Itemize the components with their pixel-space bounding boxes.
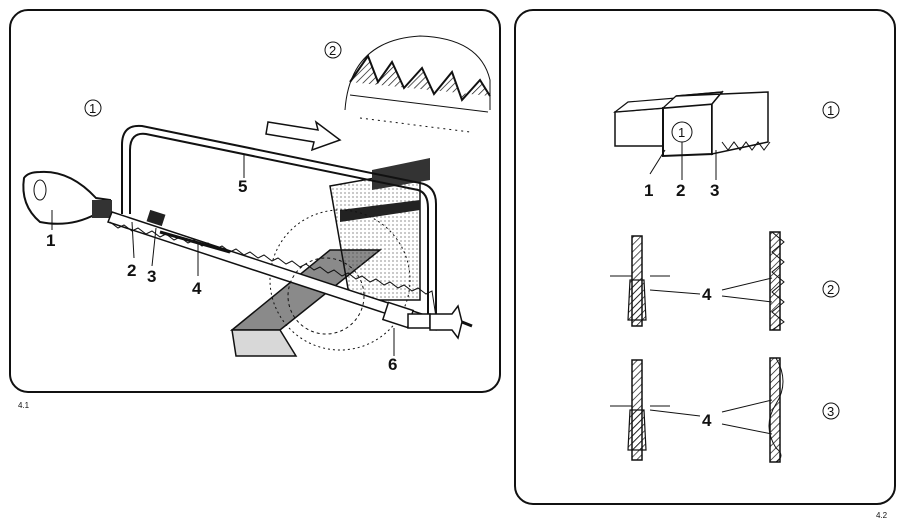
fig41-caption: 4.1 — [18, 401, 30, 410]
fig41-label-5: 5 — [238, 177, 247, 196]
fig42-label-2: 2 — [676, 181, 685, 200]
fig41-label-1: 1 — [46, 231, 55, 250]
svg-text:1: 1 — [89, 101, 96, 116]
saw-handle — [22, 170, 112, 225]
fig42-view3-label-4: 4 — [702, 411, 712, 430]
svg-text:3: 3 — [827, 404, 834, 419]
svg-text:2: 2 — [329, 43, 336, 58]
fig42-caption: 4.2 — [876, 511, 888, 520]
fig41-label-4: 4 — [192, 279, 202, 298]
direction-arrow — [265, 120, 342, 152]
blade-set-view-1 — [613, 90, 771, 180]
teeth-detail-inset — [344, 35, 491, 133]
detail-circle — [287, 257, 365, 335]
fig42-label-3: 3 — [710, 181, 719, 200]
panel-right-frame — [514, 9, 896, 505]
fig41-label-6: 6 — [388, 355, 397, 374]
svg-text:1: 1 — [827, 103, 834, 118]
tension-nut — [381, 301, 473, 340]
leader-lines — [51, 155, 395, 356]
blade-set-view-2 — [610, 231, 785, 331]
workpiece — [229, 158, 430, 357]
fig42-view-marker-2: 2 — [822, 280, 840, 298]
figure-4-2: 1 2 3 1 4 4 — [514, 9, 896, 520]
svg-text:2: 2 — [827, 282, 834, 297]
fig41-label-2: 2 — [127, 261, 136, 280]
saw-blade — [107, 209, 441, 331]
saw-frame — [121, 124, 437, 322]
fig42-view-marker-1: 1 — [822, 101, 840, 119]
vise-jaw-circle — [269, 209, 411, 351]
fig42-label-1: 1 — [644, 181, 653, 200]
fig41-label-3: 3 — [147, 267, 156, 286]
panel-left-frame — [9, 9, 501, 393]
fig41-view-marker-2: 2 — [324, 41, 342, 59]
fig42-view-marker-3: 3 — [822, 402, 840, 420]
blade-set-view-3 — [610, 357, 784, 463]
fig42-center-1: 1 — [678, 125, 685, 140]
figure-4-1: 1 2 3 4 5 6 1 2 4.1 — [9, 9, 501, 410]
fig41-view-marker-1: 1 — [84, 99, 102, 117]
fig42-view2-label-4: 4 — [702, 285, 712, 304]
